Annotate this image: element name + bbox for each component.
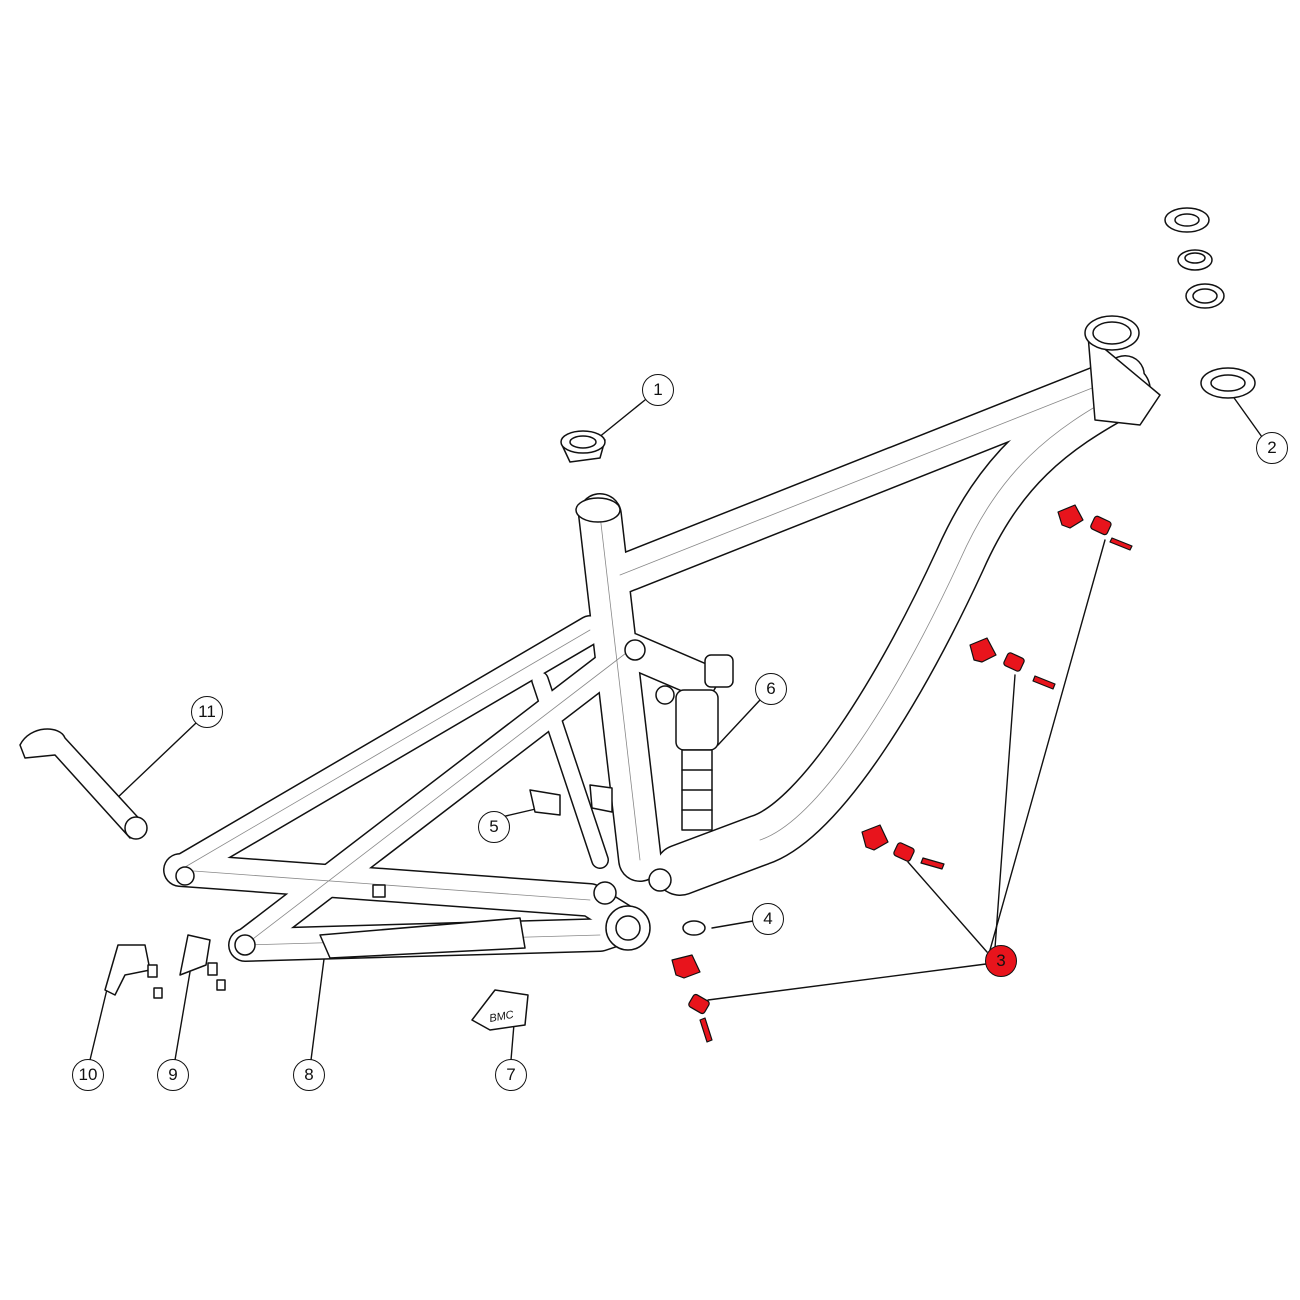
leader-lines [89,394,1263,1061]
callout-9: 9 [157,1059,189,1091]
cable-guide-parts [671,504,1133,1043]
callout-6: 6 [755,673,787,705]
pivots [175,639,675,956]
callout-1: 1 [642,374,674,406]
callout-10: 10 [72,1059,104,1091]
callout-8: 8 [293,1059,325,1091]
callout-2: 2 [1256,432,1288,464]
callout-3-highlighted: 3 [985,945,1017,977]
callout-5: 5 [478,811,510,843]
frame-tubes [163,355,1151,962]
small-parts [19,207,1256,1031]
bmc-logo: BMC [488,1009,514,1025]
callout-4: 4 [752,903,784,935]
callout-7: 7 [495,1059,527,1091]
rear-shock [675,654,734,831]
head-tube [1084,315,1161,426]
callout-11: 11 [191,696,223,728]
chainstay-protector [319,917,526,959]
